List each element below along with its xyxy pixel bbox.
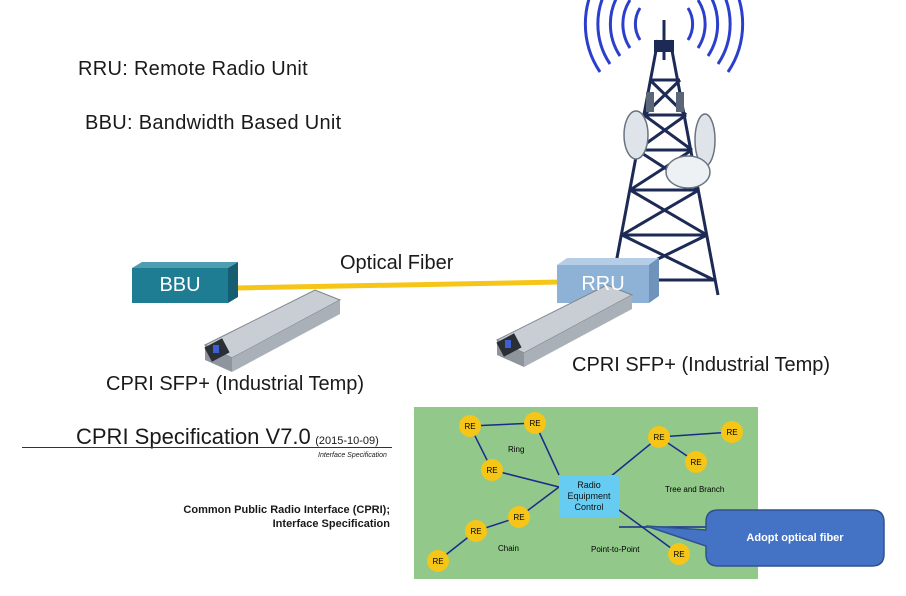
rec-box bbox=[559, 475, 619, 517]
spec-title: CPRI Specification V7.0 bbox=[76, 424, 311, 449]
re-node: RE bbox=[427, 550, 449, 572]
sfp-module-left-icon bbox=[203, 289, 342, 372]
rru-definition: RRU: Remote Radio Unit bbox=[78, 58, 309, 80]
optical-fiber-line bbox=[235, 279, 561, 291]
cpri-caption: Common Public Radio Interface (CPRI); In… bbox=[150, 503, 390, 531]
re-node-label: RE bbox=[432, 557, 443, 566]
re-node-label: RE bbox=[673, 550, 684, 559]
re-node: RE bbox=[524, 412, 546, 434]
sfp-label-left: CPRI SFP+ (Industrial Temp) bbox=[106, 373, 365, 395]
rec-line2: Equipment bbox=[567, 491, 611, 501]
re-node-label: RE bbox=[470, 527, 481, 536]
re-node-label: RE bbox=[529, 419, 540, 428]
sfp-label-right: CPRI SFP+ (Industrial Temp) bbox=[572, 354, 831, 376]
rec-line3: Control bbox=[574, 502, 603, 512]
bbu-box bbox=[132, 262, 238, 303]
re-node: RE bbox=[721, 421, 743, 443]
bbu-box-label: BBU bbox=[159, 274, 201, 296]
re-node-label: RE bbox=[690, 458, 701, 467]
re-node-label: RE bbox=[486, 466, 497, 475]
tree-label: Tree and Branch bbox=[665, 485, 724, 494]
re-node: RE bbox=[508, 506, 530, 528]
callout-text: Adopt optical fiber bbox=[746, 532, 844, 544]
re-node: RE bbox=[668, 543, 690, 565]
callout-bubble bbox=[645, 509, 885, 567]
p2p-label: Point-to-Point bbox=[591, 545, 640, 554]
antenna-box bbox=[654, 40, 674, 52]
cpri-caption-line1: Common Public Radio Interface (CPRI); bbox=[183, 504, 390, 516]
spec-divider bbox=[22, 447, 392, 448]
optical-fiber-label: Optical Fiber bbox=[340, 252, 454, 274]
sfp-module-right-icon bbox=[495, 284, 634, 367]
re-node: RE bbox=[459, 415, 481, 437]
cell-tower-illustration bbox=[583, 0, 745, 296]
link-diagram bbox=[132, 258, 659, 372]
re-node-label: RE bbox=[653, 433, 664, 442]
rru-box-label: RRU bbox=[581, 272, 625, 295]
re-node: RE bbox=[481, 459, 503, 481]
spec-title-line: CPRI Specification V7.0 (2015-10-09) bbox=[76, 424, 379, 450]
topology-diagram: Radio Equipment Control RE RE RE RE RE R… bbox=[427, 412, 743, 572]
rec-line1: Radio bbox=[577, 480, 601, 490]
spec-date: (2015-10-09) bbox=[315, 435, 379, 447]
spec-subtitle: Interface Specification bbox=[318, 452, 387, 459]
bbu-definition: BBU: Bandwidth Based Unit bbox=[85, 112, 342, 134]
re-node-label: RE bbox=[513, 513, 524, 522]
re-node-label: RE bbox=[726, 428, 737, 437]
re-node: RE bbox=[648, 426, 670, 448]
dish-antenna-icon bbox=[623, 110, 716, 189]
chain-label: Chain bbox=[498, 544, 519, 553]
re-node: RE bbox=[465, 520, 487, 542]
ring-label: Ring bbox=[508, 445, 524, 454]
re-node-label: RE bbox=[464, 422, 475, 431]
panel-antenna-icon bbox=[646, 92, 684, 112]
re-node: RE bbox=[685, 451, 707, 473]
cpri-caption-line2: Interface Specification bbox=[272, 518, 390, 530]
